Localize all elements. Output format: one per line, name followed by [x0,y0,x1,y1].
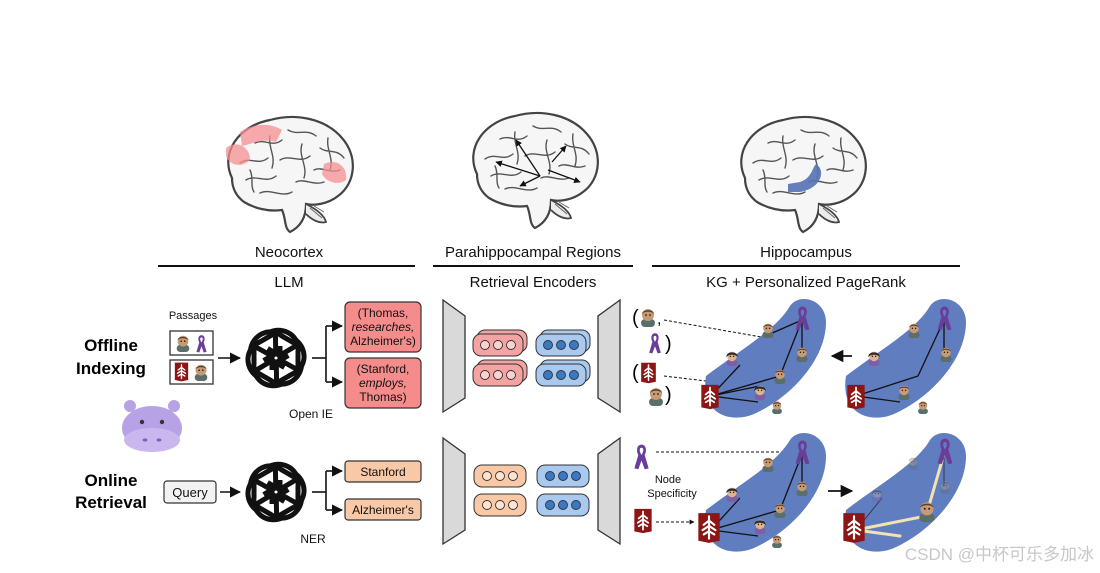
svg-text:(Thomas,: (Thomas, [358,306,409,320]
encoder-online [442,436,621,546]
triple-box-1: (Thomas, researches, Alzheimer's) [344,301,422,353]
person-icon [772,535,782,548]
stanford-tree-icon [842,512,866,544]
person-icon [940,481,950,494]
svg-text:employs,: employs, [359,376,407,390]
ner-label: NER [300,532,326,546]
awareness-ribbon-icon [634,444,649,470]
stanford-tree-icon [697,512,721,544]
person-icon [868,351,880,366]
row-label-indexing: Indexing [76,359,146,378]
person-icon [194,364,208,381]
svg-text:Alzheimer's: Alzheimer's [352,503,414,517]
header-retrieval-encoders: Retrieval Encoders [470,274,597,291]
person-icon [726,487,738,502]
watermark: CSDN @中杯可乐多加冰 [905,545,1094,564]
stanford-tree-icon [846,384,866,410]
stanford-tree-icon [640,362,657,384]
passage-doc-1 [169,330,214,356]
person-icon [649,388,663,406]
person-icon [772,401,782,414]
person-icon [754,385,766,400]
open-ie-label: Open IE [289,407,333,421]
header-llm: LLM [274,274,303,291]
branch-arrows-online [312,465,344,516]
node-specificity-label: Node [655,474,681,486]
svg-text:(Stanford,: (Stanford, [357,362,410,376]
query-box: Query [163,480,217,504]
entity-box-2: Alzheimer's [344,498,422,521]
person-icon [754,519,766,534]
encoder-offline [442,298,621,414]
person-icon [641,309,655,327]
triple-box-2: (Stanford, employs, Thomas) [344,357,422,409]
person-icon [762,323,774,338]
header-neocortex: Neocortex [255,244,324,261]
stanford-tree-icon [633,508,653,534]
svg-text:): ) [665,333,672,355]
tuples-offline: ( , ) ( ) [632,307,672,406]
brain-icon [472,111,599,230]
svg-text:): ) [665,384,672,406]
person-icon [918,401,928,414]
svg-text:(: ( [632,307,639,329]
kg-graph-offline [700,299,826,418]
passage-doc-2 [169,359,214,385]
svg-text:(: ( [632,362,639,384]
row-label-online: Online [85,471,138,490]
person-icon [774,369,786,384]
brain-neocortex [226,115,354,234]
person-icon [796,481,808,496]
row-label-retrieval: Retrieval [75,493,147,512]
svg-text:Alzheimer's): Alzheimer's) [350,334,416,348]
person-icon [796,347,808,362]
person-icon [872,489,882,502]
node-specificity-label: Specificity [647,488,697,500]
person-icon [898,385,910,400]
stanford-tree-icon [174,362,189,382]
header-kg-ppr: KG + Personalized PageRank [706,274,906,291]
svg-text:Stanford: Stanford [360,465,405,479]
svg-text:,: , [657,311,661,328]
openai-logo-icon [241,325,311,391]
person-icon [762,457,774,472]
svg-text:Thomas): Thomas) [359,390,406,404]
brain-icon [740,115,867,234]
header-hippocampus: Hippocampus [760,244,852,261]
openai-logo-icon [241,459,311,525]
person-icon [940,347,952,362]
person-icon [908,457,918,470]
svg-text:researches,: researches, [352,320,415,334]
stanford-tree-icon [700,384,720,410]
row-label-offline: Offline [84,336,138,355]
person-icon [726,351,738,366]
kg-graph-offline-prior [845,299,966,418]
person-icon [908,323,920,338]
person-icon [919,502,935,522]
hippo-mascot-icon [122,400,182,452]
branch-arrows-offline [312,320,344,388]
svg-text:Query: Query [172,485,208,500]
kg-graph-online-ppr [842,433,966,552]
awareness-ribbon-icon [649,333,661,354]
header-parahippocampal: Parahippocampal Regions [445,244,621,261]
passages-label: Passages [169,310,218,322]
brain-parahippocampal [472,111,599,230]
brain-hippocampus [740,115,867,234]
entity-box-1: Stanford [344,460,422,483]
kg-graph-online [697,433,826,552]
person-icon [774,503,786,518]
